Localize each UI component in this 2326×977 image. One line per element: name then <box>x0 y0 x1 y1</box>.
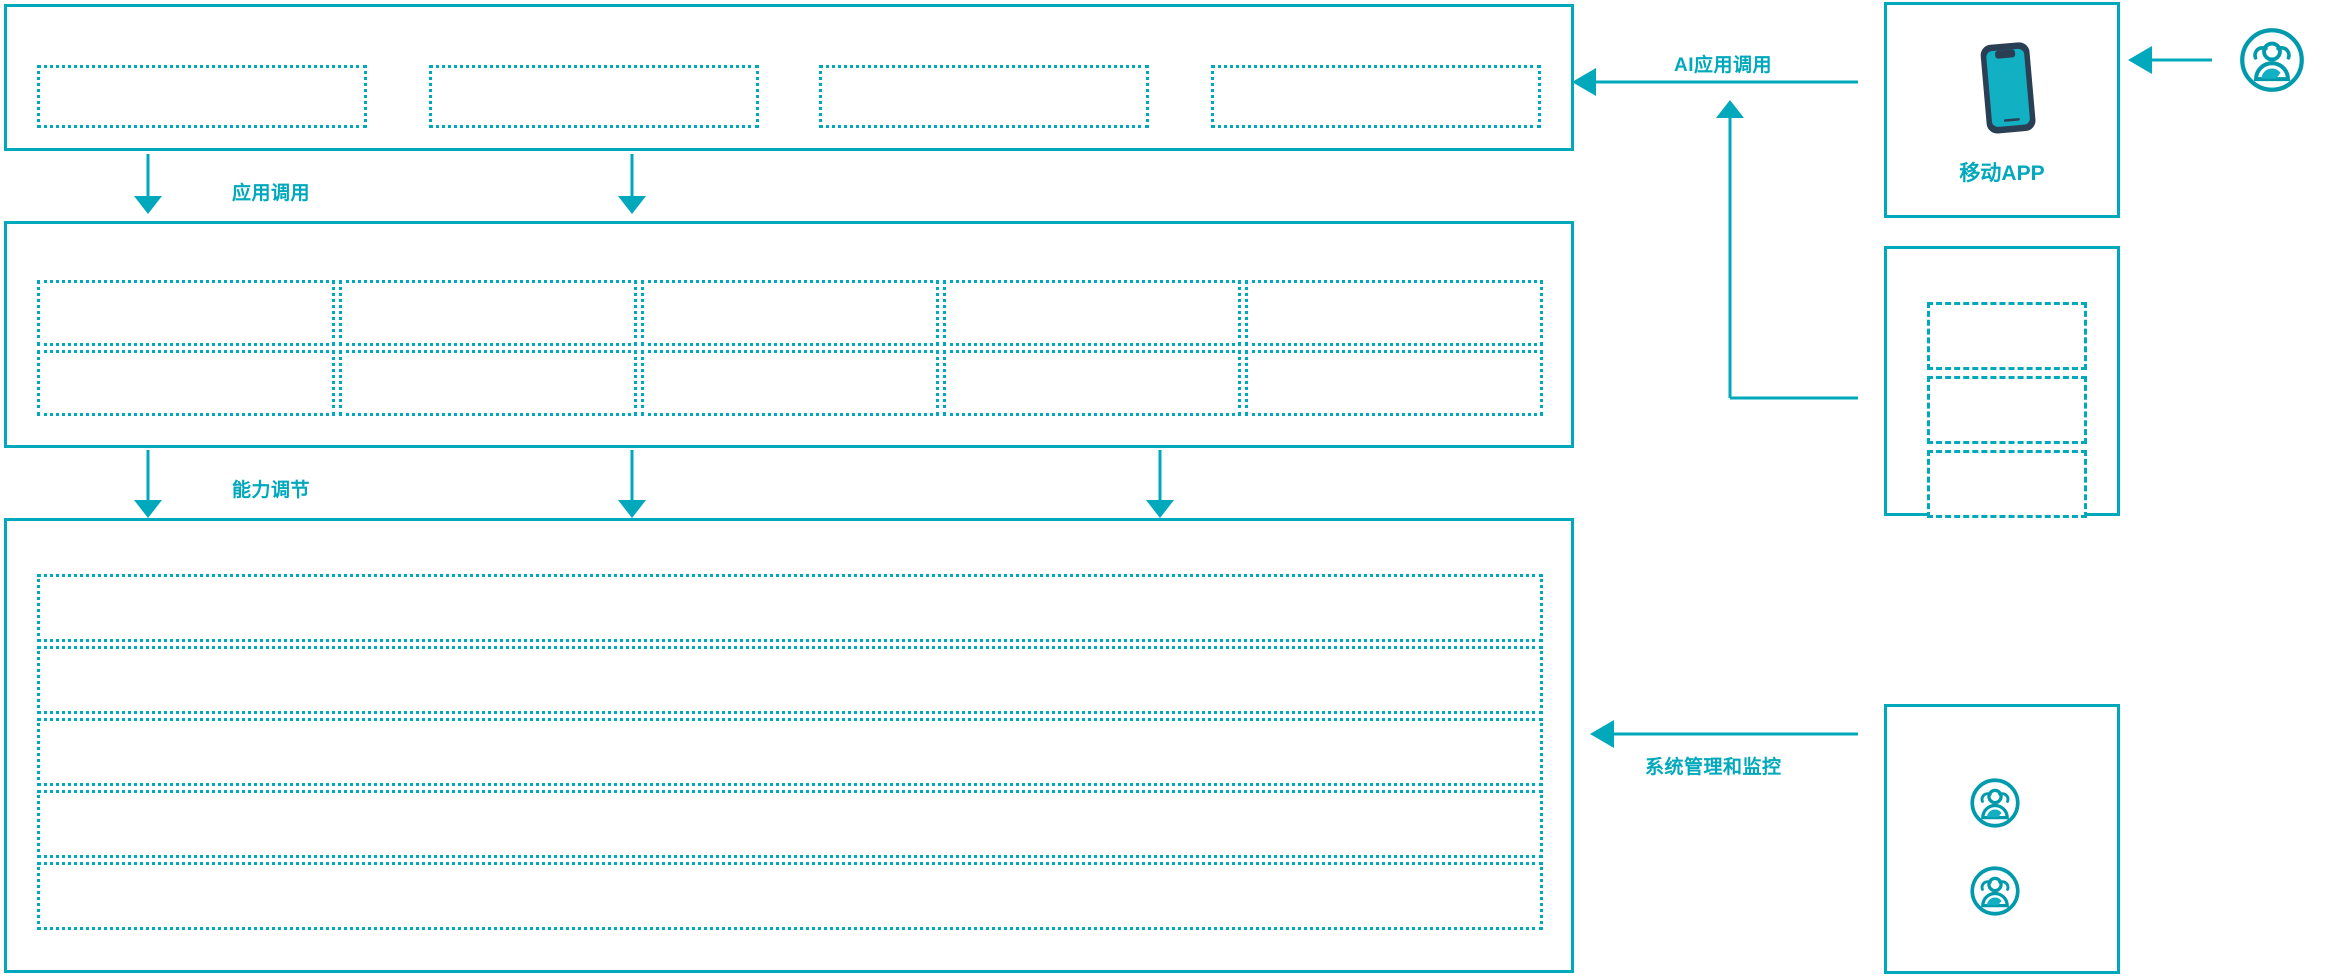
cap-slot-r1c3[interactable] <box>641 280 939 346</box>
plat-row-3[interactable] <box>37 718 1543 786</box>
capability-layer-panel <box>4 221 1574 448</box>
cap-slot-r1c4[interactable] <box>943 280 1241 346</box>
arrow-app-invoke-right <box>618 154 646 214</box>
plat-row-2[interactable] <box>37 646 1543 714</box>
arrow-capability-adjust-2 <box>618 450 646 518</box>
cap-slot-r1c1[interactable] <box>37 280 335 346</box>
cap-slot-r2c1[interactable] <box>37 350 335 416</box>
channel-slot-3[interactable] <box>1927 450 2087 518</box>
arrow-enduser-to-app <box>2128 46 2212 74</box>
mobile-app-card[interactable]: 移动APP <box>1884 2 2120 218</box>
operator-icon-1 <box>1969 777 2021 829</box>
cap-slot-r2c3[interactable] <box>641 350 939 416</box>
cap-slot-r2c2[interactable] <box>339 350 637 416</box>
arrow-capability-adjust-1 <box>134 450 162 518</box>
app-slot-4[interactable] <box>1211 65 1541 128</box>
cap-slot-r2c5[interactable] <box>1245 350 1543 416</box>
end-user-actor[interactable] <box>2238 26 2306 94</box>
arrow-system-admin <box>1590 720 1858 748</box>
application-layer-panel <box>4 4 1574 151</box>
platform-layer-panel <box>4 518 1574 973</box>
channel-slot-2[interactable] <box>1927 376 2087 444</box>
arrow-capability-adjust-3 <box>1146 450 1174 518</box>
operator-icon-2 <box>1969 865 2021 917</box>
plat-row-4[interactable] <box>37 790 1543 858</box>
app-slot-2[interactable] <box>429 65 759 128</box>
plat-row-5[interactable] <box>37 862 1543 930</box>
arrow-app-invoke-left <box>134 154 162 214</box>
smartphone-icon <box>1957 33 2057 141</box>
mobile-app-card-label: 移动APP <box>1959 162 2045 185</box>
conn-capability-adjust-label: 能力调节 <box>232 480 311 501</box>
arrow-ai-app-invoke <box>1572 68 1858 400</box>
cap-slot-r1c5[interactable] <box>1245 280 1543 346</box>
channel-card[interactable] <box>1884 246 2120 518</box>
channel-slot-1[interactable] <box>1927 302 2087 370</box>
operations-card[interactable] <box>1884 704 2120 974</box>
plat-row-1[interactable] <box>37 574 1543 642</box>
conn-system-admin-label: 系统管理和监控 <box>1645 757 1782 778</box>
app-slot-1[interactable] <box>37 65 367 128</box>
conn-ai-app-invoke-label: AI应用调用 <box>1674 55 1773 76</box>
conn-app-invoke-label: 应用调用 <box>232 183 311 204</box>
cap-slot-r1c2[interactable] <box>339 280 637 346</box>
app-slot-3[interactable] <box>819 65 1149 128</box>
cap-slot-r2c4[interactable] <box>943 350 1241 416</box>
